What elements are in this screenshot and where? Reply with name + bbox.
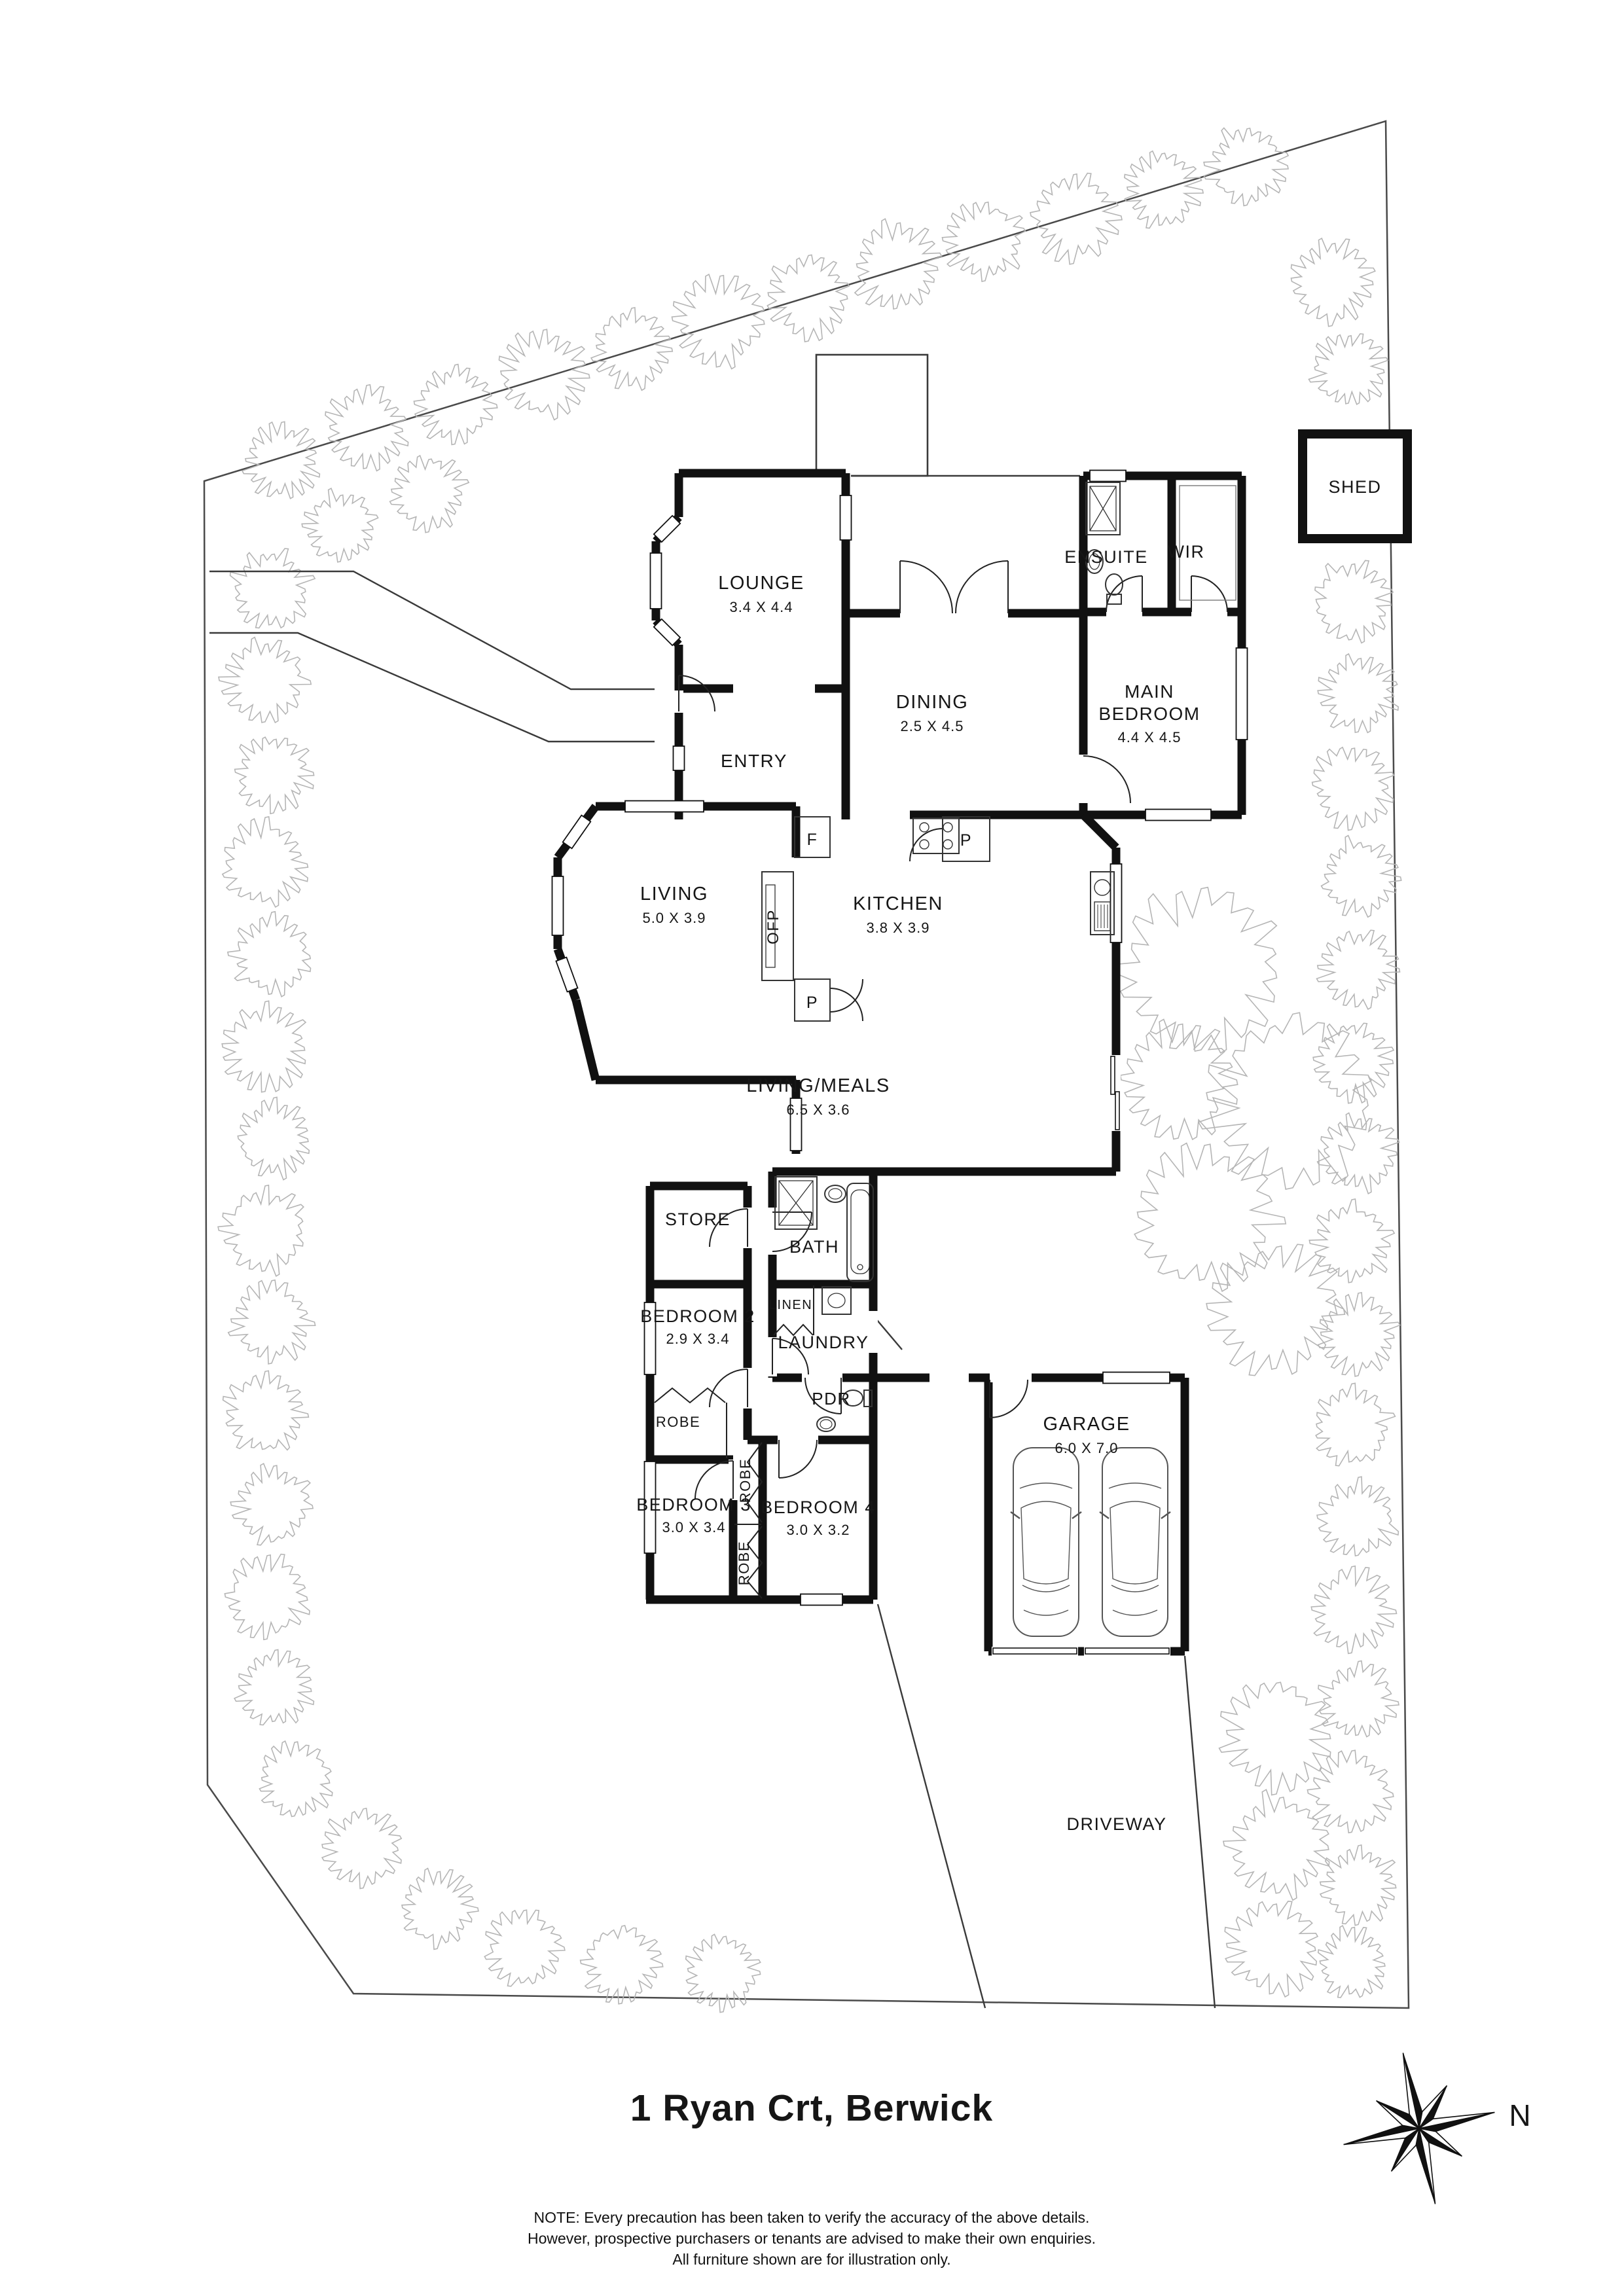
room-label-pdr: PDR xyxy=(812,1389,850,1408)
north-label: N xyxy=(1509,2098,1530,2132)
room-label-pantry-bottom: P xyxy=(806,994,818,1012)
room-dim-bedroom3: 3.0 X 3.4 xyxy=(662,1519,725,1535)
room-label-robe-2: ROBE xyxy=(736,1541,752,1585)
room-label-garage: GARAGE xyxy=(1043,1414,1130,1435)
room-dim-living-meals: 6.5 X 3.6 xyxy=(786,1102,850,1118)
disclaimer-line-2: However, prospective purchasers or tenan… xyxy=(528,2230,1096,2247)
room-label-kitchen: KITCHEN xyxy=(853,893,943,914)
house-floor-fill xyxy=(553,470,1245,1655)
room-label-linen: LINEN xyxy=(769,1298,812,1312)
room-label-fridge: F xyxy=(807,831,818,849)
room-label-living: LIVING xyxy=(640,884,708,905)
plan-title: 1 Ryan Crt, Berwick xyxy=(630,2087,993,2129)
fixtures xyxy=(761,482,1236,1432)
room-label-ofp: OFP xyxy=(765,909,782,944)
room-label-ensuite: ENSUITE xyxy=(1064,547,1148,567)
room-label-dining: DINING xyxy=(896,692,969,713)
room-dim-kitchen: 3.8 X 3.9 xyxy=(866,920,929,936)
room-label-bedroom4: BEDROOM 4 xyxy=(761,1498,876,1517)
shed xyxy=(1298,429,1412,543)
room-label-wir: WIR xyxy=(1168,542,1205,562)
room-dim-main-bedroom: 4.4 X 4.5 xyxy=(1117,729,1181,745)
site-boundary xyxy=(203,120,1410,2009)
trees xyxy=(217,127,1402,2013)
disclaimer-line-1: NOTE: Every precaution has been taken to… xyxy=(534,2209,1090,2226)
room-dim-living: 5.0 X 3.9 xyxy=(642,910,706,926)
disclaimer-line-3: All furniture shown are for illustration… xyxy=(672,2251,950,2268)
doors xyxy=(654,560,1228,1599)
room-label2-main-bedroom: BEDROOM xyxy=(1098,704,1200,724)
room-dim-lounge: 3.4 X 4.4 xyxy=(729,599,793,615)
room-label-bedroom2: BEDROOM 2 xyxy=(640,1306,755,1326)
walkway-driveway-pergola xyxy=(209,353,1216,2009)
room-label-entry: ENTRY xyxy=(721,751,787,771)
room-dim-bedroom4: 3.0 X 3.2 xyxy=(786,1522,850,1538)
room-dim-dining: 2.5 X 4.5 xyxy=(900,718,964,734)
room-label-robe-1: ROBE xyxy=(737,1458,753,1503)
room-dim-garage: 6.0 X 7.0 xyxy=(1055,1440,1118,1456)
room-label-bath: BATH xyxy=(789,1237,839,1257)
room-label-living-meals: LIVING/MEALS xyxy=(746,1075,890,1096)
room-label-bedroom3: BEDROOM 3 xyxy=(636,1495,751,1515)
compass-rose xyxy=(1343,2053,1495,2204)
room-dim-bedroom2: 2.9 X 3.4 xyxy=(666,1331,729,1347)
room-label-driveway: DRIVEWAY xyxy=(1066,1814,1166,1834)
room-label-robe-bed2: ROBE xyxy=(656,1414,700,1430)
room-label-main-bedroom: MAIN xyxy=(1125,681,1174,702)
room-label-lounge: LOUNGE xyxy=(718,573,804,594)
room-label-shed: SHED xyxy=(1328,477,1381,497)
room-label-laundry: LAUNDRY xyxy=(778,1333,869,1352)
room-label-pantry-top: P xyxy=(960,831,972,850)
garage-cars xyxy=(1010,1447,1171,1637)
room-label-store: STORE xyxy=(665,1210,731,1229)
